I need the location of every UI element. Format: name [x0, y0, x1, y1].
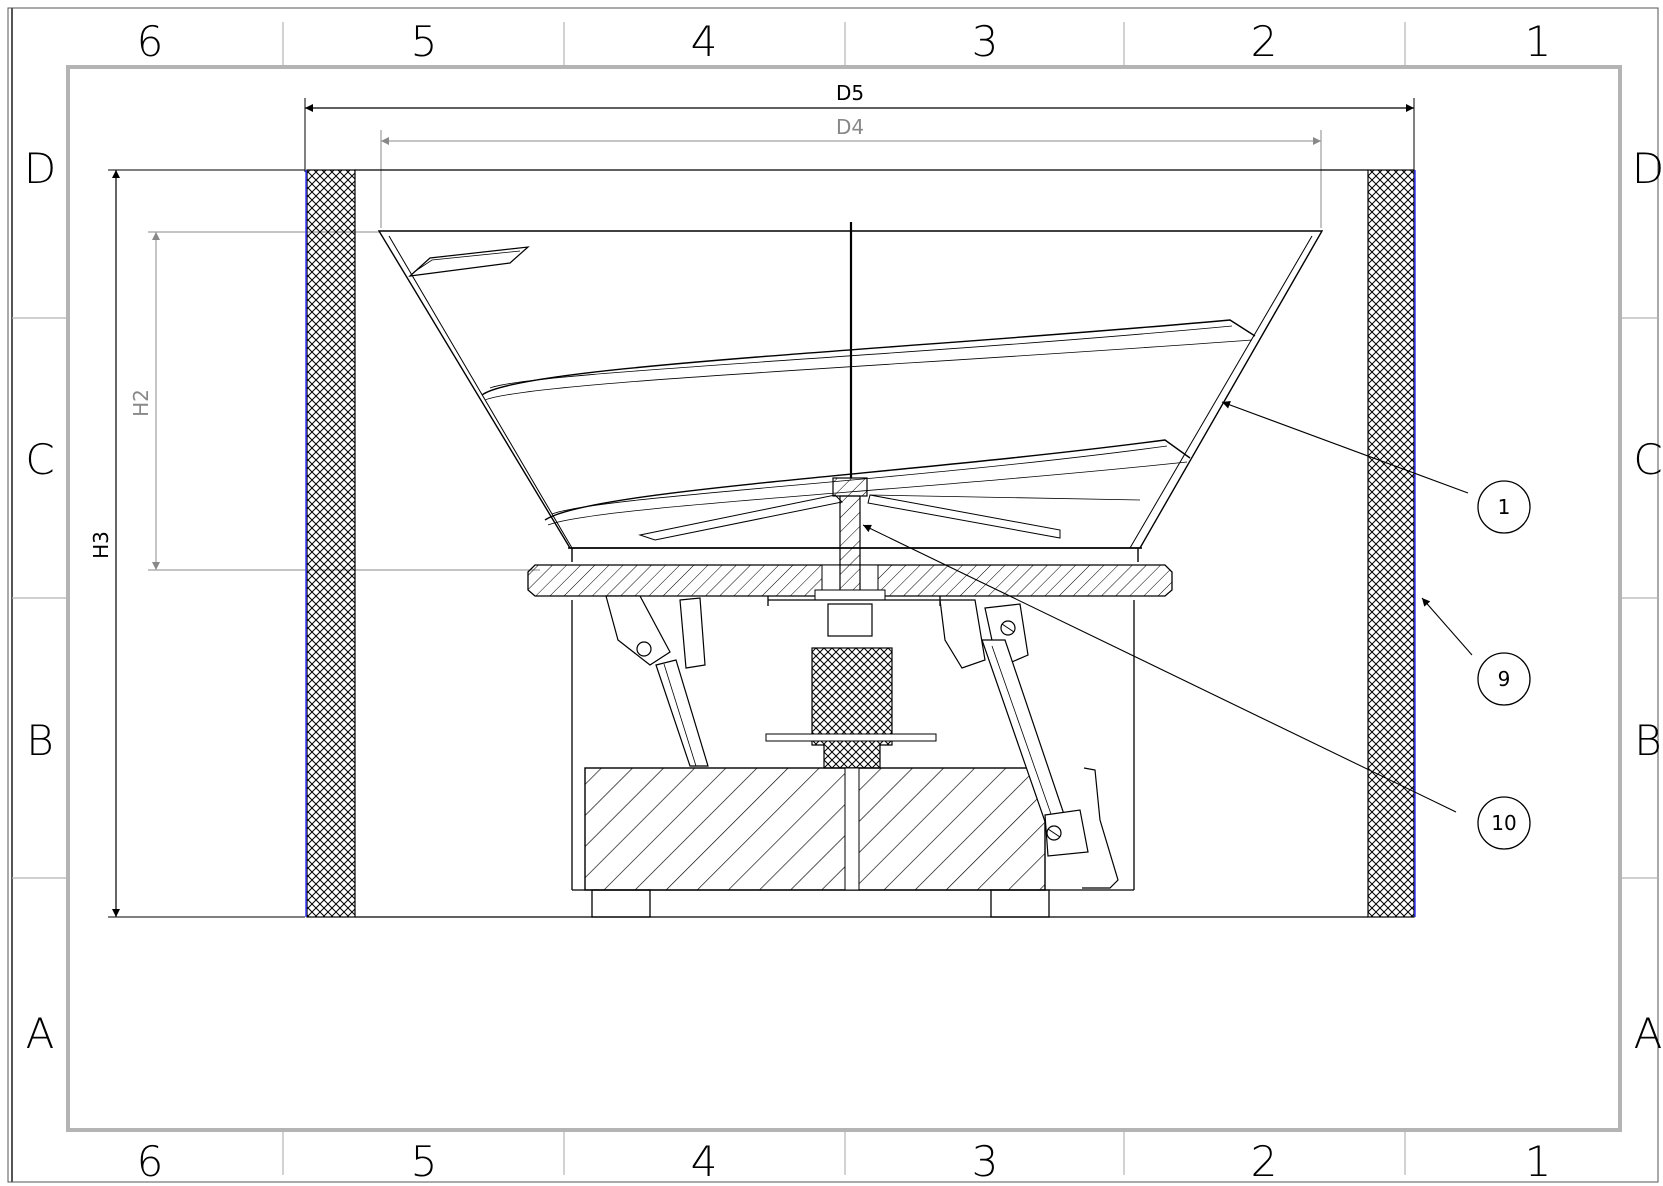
- motor-coupling: [765, 647, 937, 769]
- dimension-d4: D4: [380, 115, 1322, 228]
- motor-body: [584, 767, 1046, 891]
- zone-col-5-bottom: 5: [411, 1137, 438, 1186]
- dimension-h2-label: H2: [129, 389, 153, 417]
- funnel-hopper: [377, 222, 1324, 562]
- zone-row-d-right: D: [1632, 144, 1663, 193]
- zone-col-6-bottom: 6: [137, 1137, 164, 1186]
- zone-col-4-bottom: 4: [691, 1137, 718, 1186]
- dimension-d4-label: D4: [836, 115, 864, 139]
- balloon-1: 1: [1477, 480, 1531, 534]
- zone-col-6-top: 6: [137, 17, 164, 66]
- zone-col-2-top: 2: [1251, 17, 1278, 66]
- zone-row-c-left: C: [25, 435, 54, 484]
- balloon-10-label: 10: [1491, 811, 1516, 835]
- zone-row-c-right: C: [1633, 435, 1662, 484]
- leader-lines: [862, 401, 1473, 813]
- left-wall: [305, 169, 356, 918]
- zone-labels-left: D C B A: [24, 144, 56, 1058]
- zone-col-1-top: 1: [1525, 17, 1552, 66]
- shaft-hub: [814, 477, 886, 637]
- zone-col-3-top: 3: [972, 17, 999, 66]
- support-legs: [605, 595, 1119, 889]
- zone-labels-top: 6 5 4 3 2 1: [137, 17, 1552, 66]
- balloon-9-label: 9: [1498, 667, 1511, 691]
- dimension-h3-label: H3: [89, 531, 113, 559]
- zone-col-5-top: 5: [411, 17, 438, 66]
- zone-labels-right: D C B A: [1632, 144, 1663, 1058]
- zone-labels-bottom: 6 5 4 3 2 1: [137, 1137, 1552, 1186]
- dimension-d5-label: D5: [836, 81, 864, 105]
- balloon-1-label: 1: [1498, 495, 1511, 519]
- zone-row-b-left: B: [26, 716, 54, 765]
- zone-col-1-bottom: 1: [1525, 1137, 1552, 1186]
- balloon-9: 9: [1477, 652, 1531, 706]
- zone-row-a-right: A: [1634, 1009, 1663, 1058]
- zone-col-3-bottom: 3: [972, 1137, 999, 1186]
- zone-row-a-left: A: [26, 1009, 55, 1058]
- dimension-h3: H3: [89, 169, 305, 918]
- zone-row-b-right: B: [1634, 716, 1662, 765]
- zone-col-2-bottom: 2: [1251, 1137, 1278, 1186]
- balloon-10: 10: [1477, 796, 1531, 850]
- dimension-d5: D5: [304, 81, 1415, 172]
- zone-row-d-left: D: [24, 144, 56, 193]
- sheet-border: [7, 7, 1659, 1183]
- zone-col-4-top: 4: [691, 17, 718, 66]
- right-wall: [1367, 169, 1416, 918]
